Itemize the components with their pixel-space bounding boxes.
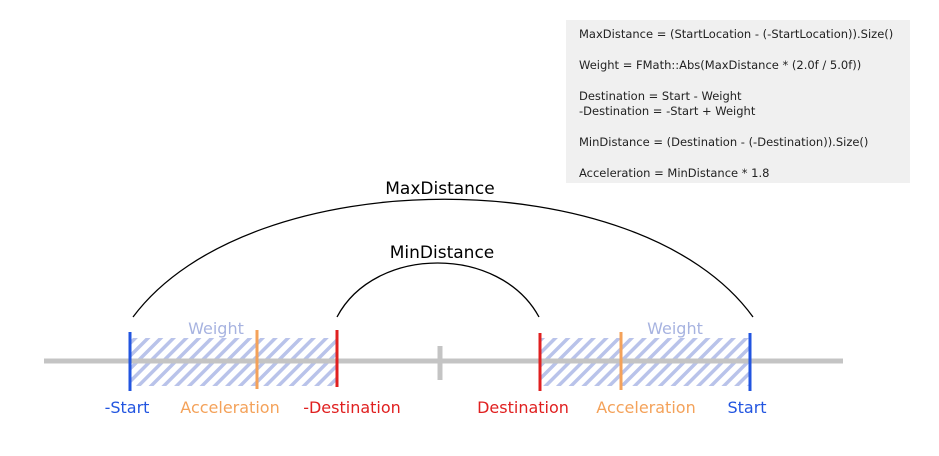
max-distance-arc [132,198,754,318]
min-distance-label: MinDistance [390,243,495,263]
min-distance-formula: MinDistance = (Destination - (-Destinati… [579,135,869,149]
weight-label-right: Weight [647,319,703,338]
max-distance-formula: MaxDistance = (StartLocation - (-StartLo… [579,27,894,41]
neg-destination-formula: -Destination = -Start + Weight [579,104,756,118]
weight-formula: Weight = FMath::Abs(MaxDistance * (2.0f … [579,58,862,72]
start-label: Start [727,398,766,417]
left-acceleration-label: Acceleration [180,398,279,417]
neg-destination-label: -Destination [303,398,401,417]
acceleration-formula: Acceleration = MinDistance * 1.8 [579,166,770,180]
destination-formula: Destination = Start - Weight [579,89,742,103]
max-distance-label: MaxDistance [385,179,494,199]
destination-label: Destination [477,398,569,417]
min-distance-arc [336,262,540,318]
neg-start-label: -Start [105,398,150,417]
formula-panel: MaxDistance = (StartLocation - (-StartLo… [566,20,910,183]
right-acceleration-label: Acceleration [596,398,695,417]
weight-label-left: Weight [188,319,244,338]
